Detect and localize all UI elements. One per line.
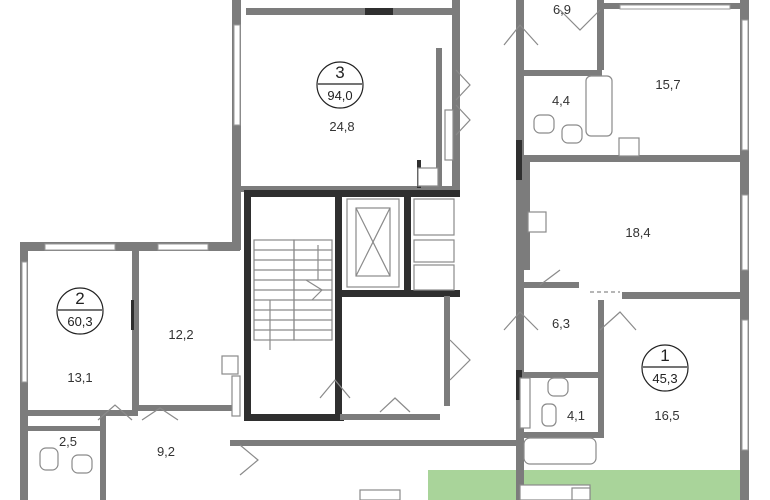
room-area: 6,9 <box>553 2 571 17</box>
room-area: 24,8 <box>329 119 354 134</box>
room-area: 13,1 <box>67 370 92 385</box>
fixtures <box>39 75 640 500</box>
apartment-badge-1[interactable]: 1 45,3 <box>641 344 689 392</box>
doors <box>97 9 637 476</box>
bathtub <box>523 437 597 465</box>
staircase <box>253 239 333 350</box>
interior-walls <box>28 48 749 500</box>
room-area: 2,5 <box>59 434 77 449</box>
apartment-badge-3[interactable]: 3 94,0 <box>316 61 364 109</box>
room-area: 15,7 <box>655 77 680 92</box>
apartment-number: 1 <box>660 346 669 365</box>
room-area: 16,5 <box>654 408 679 423</box>
room-labels: 6,9 24,8 15,7 4,4 18,4 12,2 13,1 6,3 4,1… <box>59 2 681 459</box>
room-area: 4,1 <box>567 408 585 423</box>
bathtub <box>585 75 613 137</box>
room-area: 4,4 <box>552 93 570 108</box>
apartment-number: 3 <box>335 63 344 82</box>
apartment-total-area: 45,3 <box>652 371 677 386</box>
windows <box>21 4 749 451</box>
apartment-total-area: 94,0 <box>327 88 352 103</box>
apartment-total-area: 60,3 <box>67 314 92 329</box>
room-area: 18,4 <box>625 225 650 240</box>
room-area: 9,2 <box>157 444 175 459</box>
apartment-badge-2[interactable]: 2 60,3 <box>56 287 104 335</box>
apartment-number: 2 <box>75 289 84 308</box>
room-area: 6,3 <box>552 316 570 331</box>
room-area: 12,2 <box>168 327 193 342</box>
